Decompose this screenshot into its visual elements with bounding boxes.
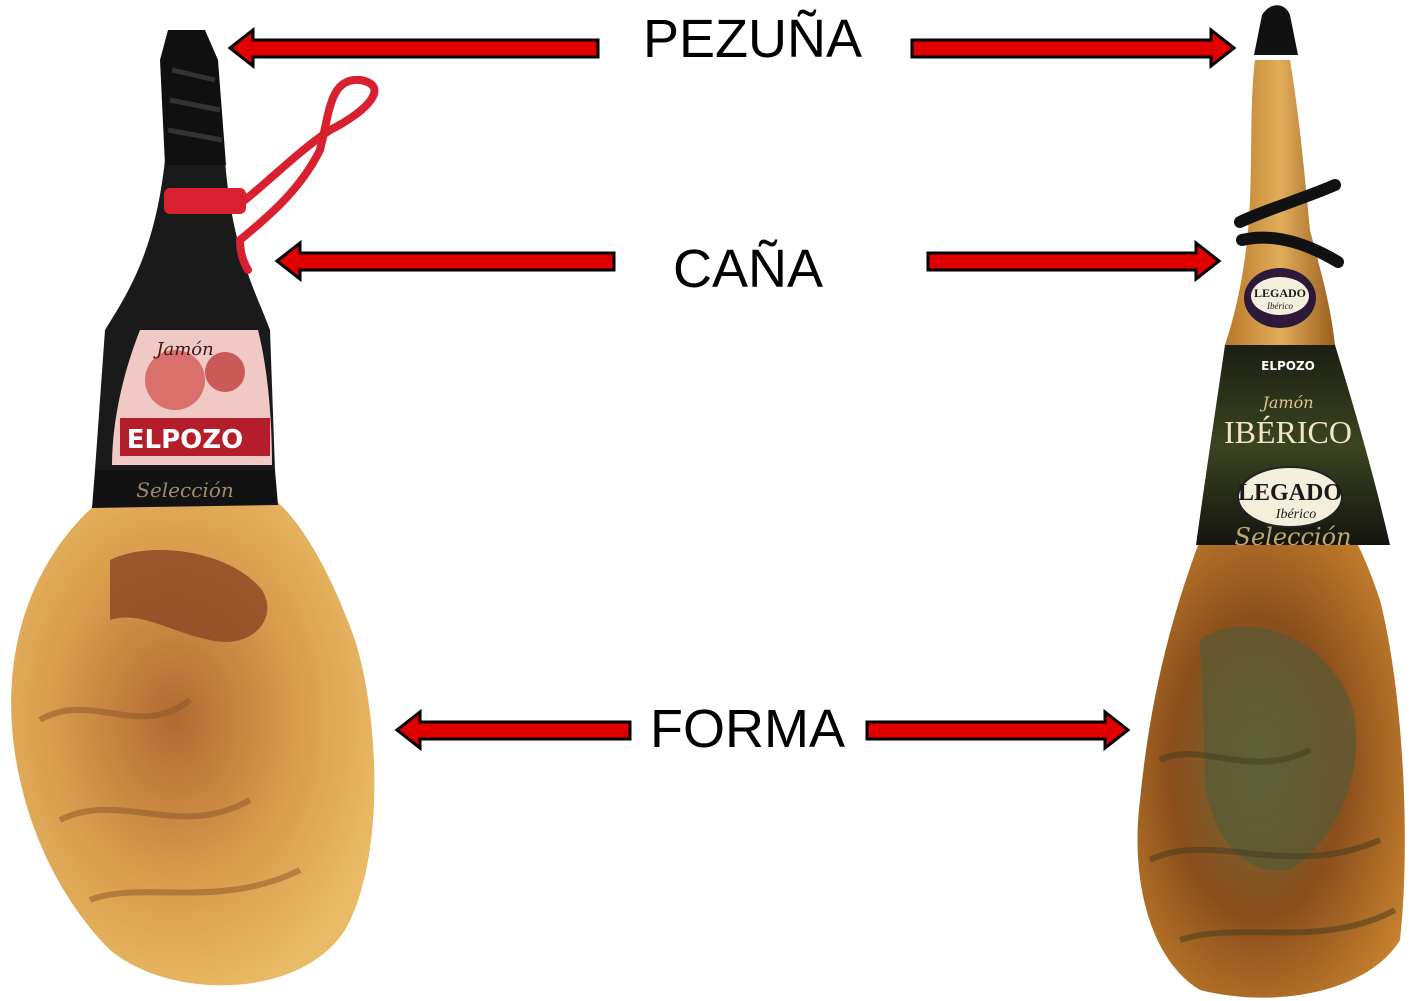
forma-right-arrow bbox=[867, 712, 1128, 748]
left-ham-string-knot bbox=[164, 188, 246, 214]
label-forma: FORMA bbox=[650, 702, 845, 756]
right-ham-title: IBÉRICO bbox=[1224, 414, 1352, 450]
arrows bbox=[230, 30, 1234, 748]
pezuna-left-arrow bbox=[230, 30, 598, 66]
right-ham: ELPOZO Jamón IBÉRICO LEGADO Ibérico Sele… bbox=[1138, 5, 1405, 997]
right-ham-pezuna bbox=[1254, 5, 1298, 55]
forma-left-arrow bbox=[397, 712, 630, 748]
left-ham-label-script: Jamón bbox=[152, 339, 213, 360]
left-ham-collar-script: Selección bbox=[136, 478, 234, 502]
pezuna-right-arrow bbox=[912, 30, 1234, 66]
label-pezuna: PEZUÑA bbox=[643, 12, 862, 66]
cana-left-arrow bbox=[277, 243, 614, 279]
right-ham-script-bottom: Selección bbox=[1235, 523, 1352, 551]
cana-right-arrow bbox=[928, 243, 1219, 279]
right-ham-brand-sub: Ibérico bbox=[1275, 507, 1316, 522]
right-ham-brand: LEGADO bbox=[1238, 480, 1342, 506]
left-ham-pezuna bbox=[160, 30, 226, 165]
right-ham-script-top: Jamón bbox=[1259, 393, 1313, 412]
label-cana: CAÑA bbox=[673, 242, 823, 296]
right-ham-tag-brand: LEGADO bbox=[1254, 286, 1306, 300]
right-ham-small-brand: ELPOZO bbox=[1261, 359, 1315, 373]
left-ham: Selección Jamón ELPOZO bbox=[11, 30, 374, 985]
right-ham-tag-sub: Ibérico bbox=[1266, 301, 1293, 311]
left-ham-brand: ELPOZO bbox=[127, 425, 243, 455]
